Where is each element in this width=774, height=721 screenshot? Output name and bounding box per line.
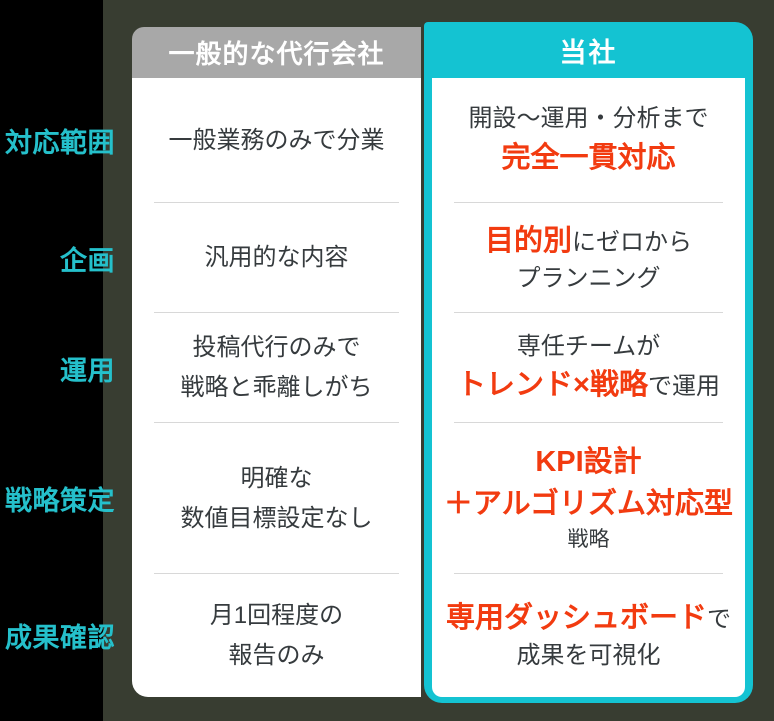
- ours-cell-line: 戦略: [568, 525, 610, 555]
- body-text: プランニング: [517, 265, 661, 292]
- competitor-cell-line: 投稿代行のみで: [193, 328, 361, 368]
- ours-cell-line: 開設〜運用・分析まで: [469, 102, 709, 137]
- body-text: 戦略: [568, 528, 610, 551]
- ours-cell-line: 専任チームが: [517, 330, 660, 365]
- row-labels: 対応範囲企画運用戦略策定成果確認: [0, 0, 118, 721]
- competitor-cell-line: 明確な: [241, 459, 313, 499]
- emphasis-text: ＋アルゴリズム対応型: [444, 488, 733, 520]
- body-text: で: [707, 606, 731, 633]
- ours-column-body: 開設〜運用・分析まで完全一貫対応目的別にゼロからプランニング専任チームがトレンド…: [432, 78, 745, 697]
- competitor-cell-5: 月1回程度の報告のみ: [132, 574, 421, 697]
- row-label-1: 対応範囲: [0, 78, 115, 203]
- row-label-3: 運用: [0, 313, 115, 423]
- ours-cell-line: 目的別にゼロから: [485, 220, 692, 262]
- ours-cell-1: 開設〜運用・分析まで完全一貫対応: [432, 78, 745, 203]
- competitor-header-label: 一般的な代行会社: [168, 34, 384, 71]
- ours-header-label: 当社: [560, 31, 618, 70]
- ours-cell-2: 目的別にゼロからプランニング: [432, 203, 745, 313]
- ours-cell-5: 専用ダッシュボードで成果を可視化: [432, 574, 745, 697]
- competitor-cell-line: 汎用的な内容: [205, 238, 349, 278]
- ours-cell-line: 成果を可視化: [517, 639, 661, 674]
- ours-cell-3: 専任チームがトレンド×戦略で運用: [432, 313, 745, 423]
- row-label-5: 成果確認: [0, 574, 115, 697]
- ours-cell-line: 完全一貫対応: [501, 137, 675, 179]
- ours-cell-4: KPI設計 ＋アルゴリズム対応型戦略: [432, 423, 745, 574]
- competitor-cell-line: 報告のみ: [229, 636, 325, 676]
- competitor-cell-line: 一般業務のみで分業: [169, 121, 385, 161]
- body-text: にゼロから: [572, 229, 692, 256]
- ours-cell-line: プランニング: [517, 262, 661, 297]
- body-text: 成果を可視化: [517, 642, 661, 669]
- competitor-cell-line: 数値目標設定なし: [181, 499, 373, 539]
- row-label-4: 戦略策定: [0, 423, 115, 574]
- competitor-cell-3: 投稿代行のみで戦略と乖離しがち: [132, 313, 421, 423]
- competitor-column-header: 一般的な代行会社: [132, 27, 421, 78]
- emphasis-text: トレンド×戦略: [457, 369, 648, 401]
- body-text: 専任チームが: [517, 333, 660, 360]
- competitor-cell-1: 一般業務のみで分業: [132, 78, 421, 203]
- competitor-cell-2: 汎用的な内容: [132, 203, 421, 313]
- body-text: で運用: [648, 373, 720, 400]
- competitor-column: 一般的な代行会社 一般業務のみで分業汎用的な内容投稿代行のみで戦略と乖離しがち明…: [132, 27, 421, 697]
- competitor-cell-line: 月1回程度の: [210, 596, 343, 636]
- ours-column: 当社 開設〜運用・分析まで完全一貫対応目的別にゼロからプランニング専任チームがト…: [424, 22, 753, 703]
- emphasis-text: 完全一貫対応: [501, 142, 675, 174]
- competitor-cell-4: 明確な数値目標設定なし: [132, 423, 421, 574]
- ours-cell-line: 専用ダッシュボードで: [446, 597, 731, 639]
- ours-cell-line: KPI設計: [535, 441, 641, 483]
- ours-column-header: 当社: [432, 22, 745, 78]
- competitor-cell-line: 戦略と乖離しがち: [181, 368, 373, 408]
- competitor-column-body: 一般業務のみで分業汎用的な内容投稿代行のみで戦略と乖離しがち明確な数値目標設定な…: [132, 78, 421, 697]
- emphasis-text: 目的別: [485, 225, 572, 257]
- row-label-2: 企画: [0, 203, 115, 313]
- body-text: 開設〜運用・分析まで: [469, 105, 709, 132]
- emphasis-text: KPI設計: [535, 446, 641, 478]
- ours-cell-line: ＋アルゴリズム対応型: [444, 483, 733, 525]
- emphasis-text: 専用ダッシュボード: [446, 602, 707, 634]
- ours-cell-line: トレンド×戦略で運用: [457, 364, 720, 406]
